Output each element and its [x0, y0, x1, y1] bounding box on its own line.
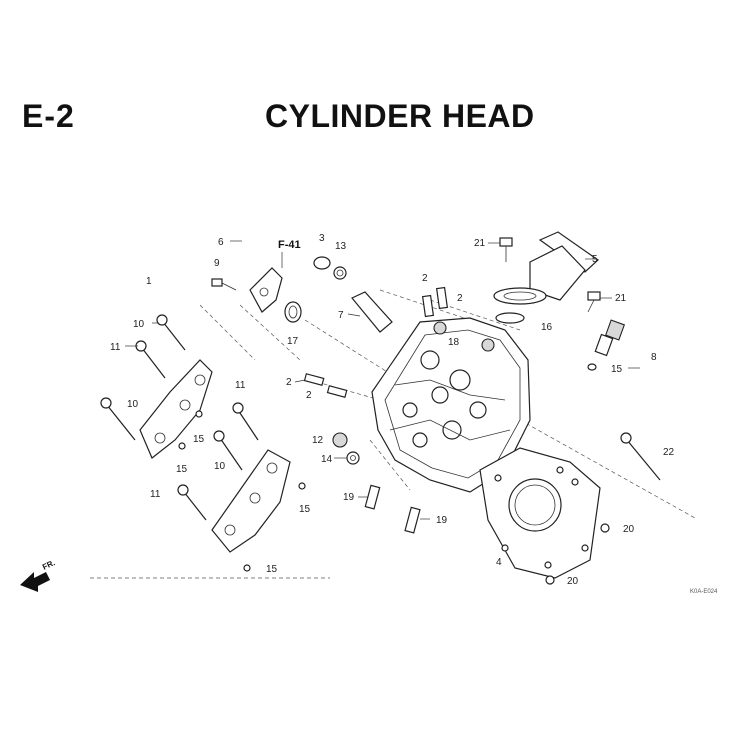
intake-pipe — [493, 231, 599, 324]
reference-label: F-41 — [278, 239, 301, 251]
callout-19: 19 — [436, 515, 448, 526]
callout-12: 12 — [312, 435, 324, 446]
callout-15: 15 — [193, 434, 205, 445]
cylinder-head-block — [371, 317, 531, 493]
front-direction-arrow-icon — [20, 572, 50, 592]
drawing-code: K0A-E024 — [690, 589, 718, 595]
page-title: CYLINDER HEAD — [265, 98, 535, 134]
callout-20: 20 — [567, 576, 579, 587]
valve-guides — [303, 286, 449, 398]
callout-10: 10 — [127, 399, 139, 410]
camshaft-holder-lower — [211, 449, 291, 553]
temperature-sensor — [587, 319, 626, 371]
callout-2: 2 — [306, 390, 312, 401]
dowel-pins-and-nuts — [178, 410, 610, 585]
callout-11: 11 — [235, 380, 246, 391]
callout-leaders — [125, 240, 640, 520]
callout-2: 2 — [286, 377, 292, 388]
callout-2: 2 — [422, 273, 428, 284]
callout-11: 11 — [110, 342, 121, 353]
callout-3: 3 — [319, 233, 325, 244]
front-direction-label: FR. — [41, 558, 56, 572]
callout-21: 21 — [615, 293, 627, 304]
callout-13: 13 — [335, 241, 347, 252]
callout-11: 11 — [150, 489, 161, 500]
callout-5: 5 — [592, 254, 598, 265]
callout-17: 17 — [287, 336, 299, 347]
callout-7: 7 — [338, 310, 344, 321]
camshaft-holder-upper — [139, 359, 213, 459]
callout-16: 16 — [541, 322, 553, 333]
callout-4: 4 — [496, 557, 502, 568]
callout-15: 15 — [299, 504, 311, 515]
callout-1: 1 — [146, 276, 152, 287]
callout-numbers: 1 2 2 2 2 3 4 5 6 7 8 9 10 10 10 11 11 1… — [110, 233, 675, 587]
callout-14: 14 — [321, 454, 333, 465]
callout-15: 15 — [176, 464, 188, 475]
callout-2: 2 — [457, 293, 463, 304]
callout-21: 21 — [474, 238, 486, 249]
callout-19: 19 — [343, 492, 355, 503]
callout-22: 22 — [663, 447, 675, 458]
cylinder-head-gasket — [479, 447, 601, 579]
callout-15: 15 — [266, 564, 278, 575]
section-code: E-2 — [22, 98, 75, 134]
holder-bolts — [100, 314, 661, 521]
callout-15: 15 — [611, 364, 623, 375]
callout-10: 10 — [133, 319, 145, 330]
spark-plug-parts — [313, 256, 393, 333]
callout-18: 18 — [448, 337, 460, 348]
callout-10: 10 — [214, 461, 226, 472]
callout-8: 8 — [651, 352, 657, 363]
o-ring-and-bracket — [211, 267, 302, 323]
callout-9: 9 — [214, 258, 220, 269]
callout-20: 20 — [623, 524, 635, 535]
callout-6: 6 — [218, 237, 224, 248]
intake-bolts — [499, 237, 601, 313]
